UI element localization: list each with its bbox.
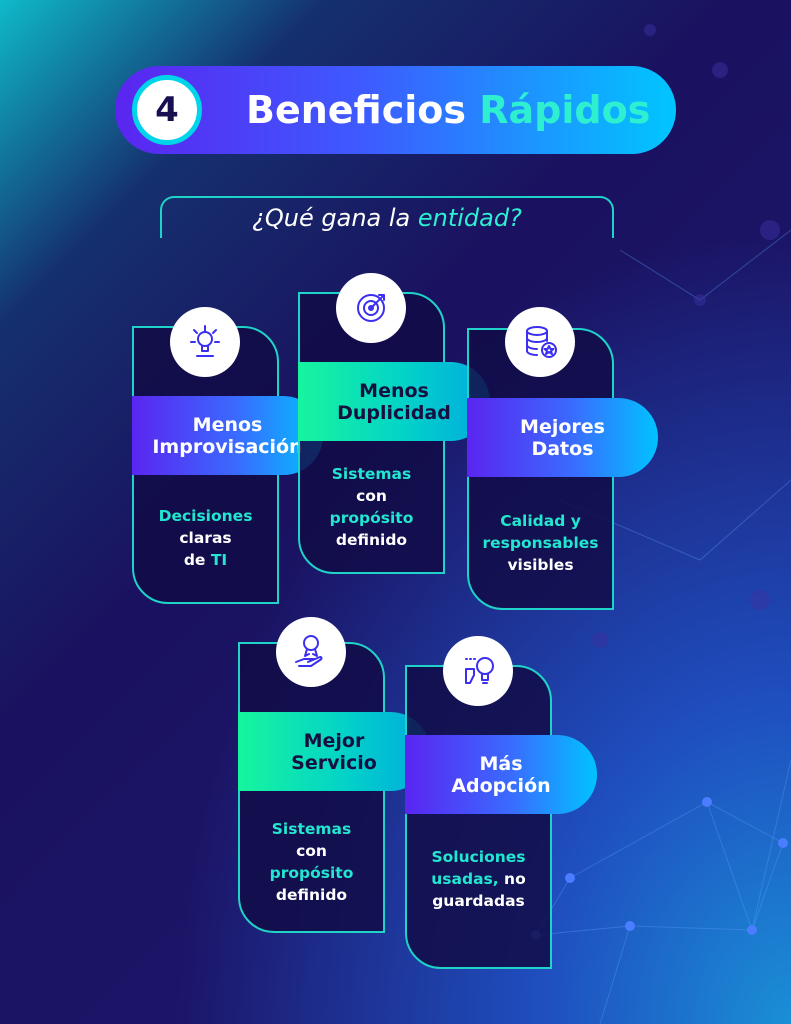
benefit-description: Decisiones claras de TI xyxy=(132,505,279,571)
benefit-description: Calidad y responsables visibles xyxy=(467,510,614,576)
plain-text: no xyxy=(498,870,526,888)
benefit-title-line: Adopción xyxy=(451,774,551,797)
description-line: propósito xyxy=(238,862,385,884)
description-line: definido xyxy=(298,529,445,551)
plain-text: claras xyxy=(179,529,232,547)
subtitle-text: ¿Qué gana la xyxy=(252,204,418,232)
hand-award-icon xyxy=(276,617,346,687)
highlight-text: TI xyxy=(210,551,228,569)
description-line: Calidad y xyxy=(467,510,614,532)
description-line: con xyxy=(298,485,445,507)
highlight-text: Calidad y xyxy=(500,512,581,530)
plain-text: guardadas xyxy=(432,892,525,910)
subtitle: ¿Qué gana la entidad? xyxy=(160,196,614,238)
highlight-text: Sistemas xyxy=(331,465,412,483)
puzzle-bulb-icon xyxy=(443,636,513,706)
plain-text: de xyxy=(183,551,211,569)
benefit-title-line: Improvisación xyxy=(152,435,303,458)
benefit-title-line: Duplicidad xyxy=(337,401,451,424)
description-line: de TI xyxy=(132,549,279,571)
database-star-icon xyxy=(505,307,575,377)
title-main: Beneficios xyxy=(246,88,467,132)
plain-text: con xyxy=(296,842,327,860)
title-accent: Rápidos xyxy=(479,88,651,132)
section-header-pill xyxy=(115,66,676,154)
highlight-text: usadas, xyxy=(431,870,499,888)
benefit-description: Soluciones usadas, no guardadas xyxy=(405,846,552,912)
benefit-title-line: Datos xyxy=(531,437,594,460)
description-line: Sistemas xyxy=(298,463,445,485)
section-number-badge: 4 xyxy=(132,75,202,145)
description-line: Sistemas xyxy=(238,818,385,840)
description-line: con xyxy=(238,840,385,862)
highlight-text: responsables xyxy=(482,534,599,552)
highlight-text: Soluciones xyxy=(431,848,526,866)
lightbulb-idea-icon xyxy=(170,307,240,377)
description-line: Decisiones xyxy=(132,505,279,527)
benefit-title-line: Mejores xyxy=(520,415,605,438)
plain-text: con xyxy=(356,487,387,505)
description-line: Soluciones xyxy=(405,846,552,868)
description-line: propósito xyxy=(298,507,445,529)
highlight-text: propósito xyxy=(269,864,354,882)
target-gear-icon xyxy=(336,273,406,343)
description-line: visibles xyxy=(467,554,614,576)
plain-text: visibles xyxy=(507,556,574,574)
subtitle-accent: entidad? xyxy=(417,204,522,232)
benefit-title-line: Menos xyxy=(192,413,263,436)
benefit-card-mas-adopcion xyxy=(405,665,552,969)
description-line: guardadas xyxy=(405,890,552,912)
plain-text: definido xyxy=(275,886,348,904)
benefit-title-line: Más xyxy=(479,752,523,775)
page-title: Beneficios Rápidos xyxy=(246,88,650,132)
description-line: claras xyxy=(132,527,279,549)
plain-text: definido xyxy=(335,531,408,549)
description-line: responsables xyxy=(467,532,614,554)
highlight-text: Decisiones xyxy=(158,507,253,525)
benefit-title-line: Mejor xyxy=(303,729,365,752)
description-line: usadas, no xyxy=(405,868,552,890)
description-line: definido xyxy=(238,884,385,906)
benefit-title-line: Servicio xyxy=(291,751,377,774)
benefit-description: Sistemas con propósito definido xyxy=(298,463,445,551)
highlight-text: Sistemas xyxy=(271,820,352,838)
benefit-title-line: Menos xyxy=(359,379,429,402)
benefit-description: Sistemas con propósito definido xyxy=(238,818,385,906)
highlight-text: propósito xyxy=(329,509,414,527)
